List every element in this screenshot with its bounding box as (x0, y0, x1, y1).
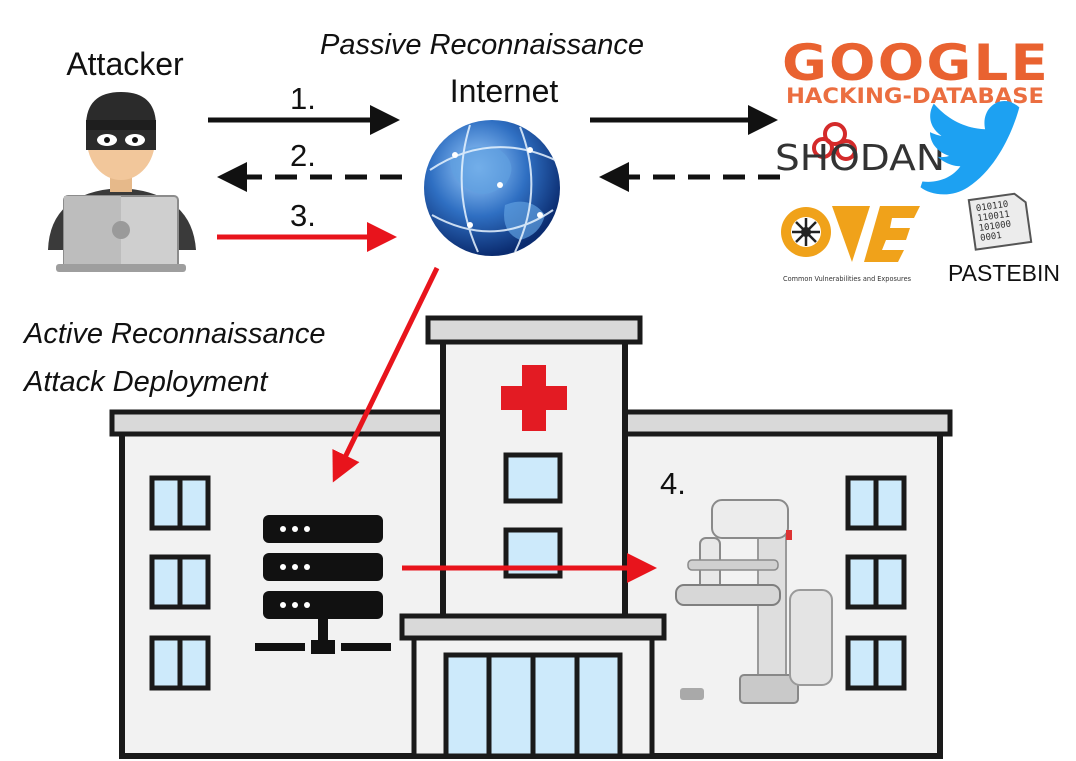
passive-reconnaissance-label: Passive Reconnaissance (320, 29, 644, 61)
server-rack-icon (255, 515, 391, 654)
pastebin-binary-row: 010110 (975, 200, 1009, 214)
step-4-label: 4. (660, 466, 686, 501)
twitter-bird-icon (920, 101, 1020, 195)
attacker-label: Attacker (66, 46, 184, 82)
google-hacking-database-logo: GOOGLE HACKING-DATABASE (782, 34, 1050, 108)
hospital-building-icon (109, 315, 953, 759)
internet-to-server-arrow (332, 266, 440, 483)
globe-icon (424, 120, 560, 256)
step-1-label: 1. (290, 81, 316, 116)
pastebin-text: PASTEBIN (948, 260, 1060, 286)
shodan-logo: SHODAN (775, 122, 945, 179)
entrance (399, 613, 667, 759)
google-logo-text: GOOGLE (782, 34, 1050, 92)
pastebin-binary-row: 0001 (980, 231, 1003, 244)
window (503, 452, 563, 504)
pastebin-binary-row: 110011 (977, 210, 1011, 224)
attack-deployment-label: Attack Deployment (22, 366, 269, 398)
step-2-label: 2. (290, 138, 316, 173)
mammography-machine-icon (675, 499, 833, 704)
step-3-label: 3. (290, 198, 316, 233)
internet-label: Internet (450, 73, 559, 109)
cve-caption: Common Vulnerabilities and Exposures (783, 275, 911, 283)
shodan-text: SHODAN (775, 138, 945, 179)
active-reconnaissance-label: Active Reconnaissance (22, 318, 325, 350)
pastebin-logo: 010110 110011 101000 0001 PASTEBIN (948, 192, 1060, 286)
red-cross-icon (501, 365, 567, 431)
cve-logo: Common Vulnerabilities and Exposures (781, 206, 920, 283)
hacker-laptop-icon (48, 92, 196, 272)
pastebin-binary-row: 101000 (978, 220, 1012, 234)
